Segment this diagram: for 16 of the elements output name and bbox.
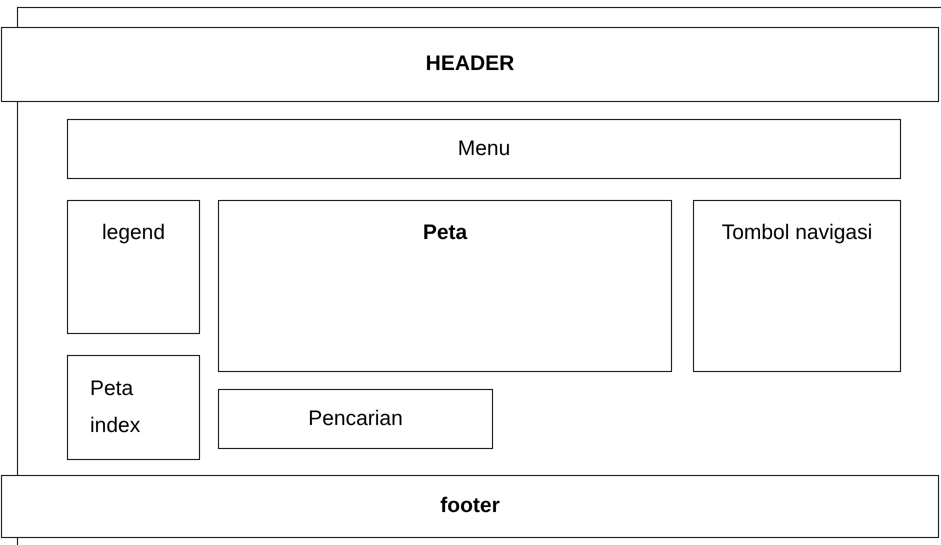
map-box xyxy=(218,200,672,372)
navigation-box xyxy=(693,200,901,372)
box-label: legend xyxy=(102,220,166,246)
legend-box xyxy=(67,200,200,334)
box-label: Pencarian xyxy=(308,406,403,432)
index-map-box xyxy=(67,355,200,460)
box-label: HEADER xyxy=(426,51,514,78)
box-label: Tombol navigasi xyxy=(722,220,872,246)
box-label: Menu xyxy=(458,136,510,162)
box-label: Peta index xyxy=(90,376,140,438)
box-label: footer xyxy=(440,493,500,520)
footer-box xyxy=(1,475,939,538)
header-box xyxy=(1,27,939,102)
search-box xyxy=(218,389,493,449)
box-label: Peta xyxy=(422,220,468,246)
menu-box xyxy=(67,119,901,179)
